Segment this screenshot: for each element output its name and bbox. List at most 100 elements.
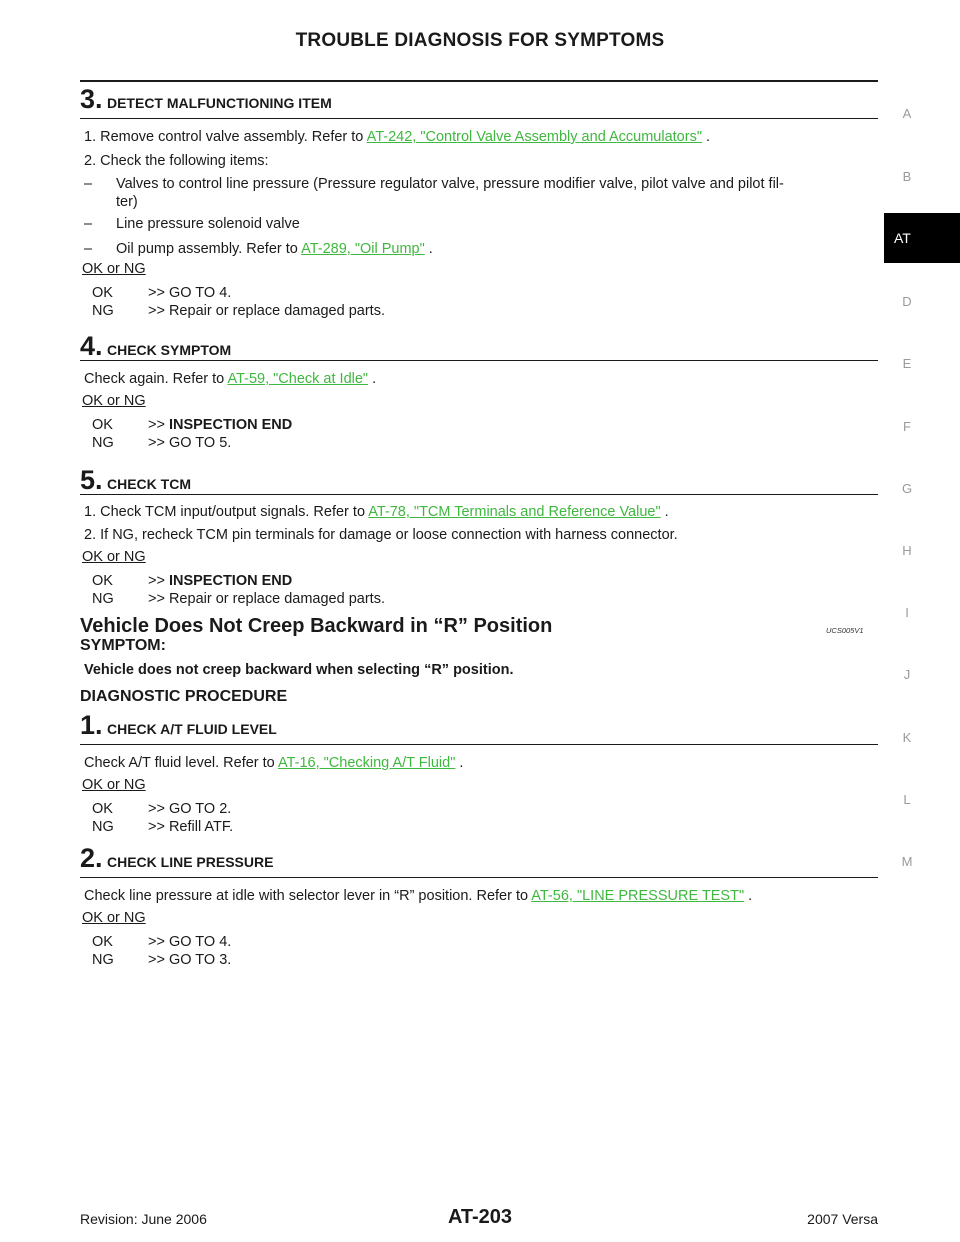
index-letter-d[interactable]: D	[902, 294, 912, 309]
step-title: CHECK TCM	[106, 476, 191, 492]
text: 1. Remove control valve assembly. Refer …	[84, 129, 367, 145]
text: NG	[92, 591, 114, 607]
step-4-heading: 4. CHECK SYMPTOM	[80, 333, 231, 360]
section-code: UCS005V1	[826, 626, 864, 635]
step-1-line-1: Check A/T fluid level. Refer to AT-16, "…	[84, 754, 463, 772]
symptom-text: Vehicle does not creep backward when sel…	[84, 662, 514, 678]
text: NG	[92, 819, 114, 835]
text: NG	[92, 952, 114, 968]
result-ng: NG >> Refill ATF.	[92, 818, 233, 836]
link-checking-at-fluid[interactable]: AT-16, "Checking A/T Fluid"	[277, 755, 456, 771]
link-check-at-idle[interactable]: AT-59, "Check at Idle"	[227, 371, 369, 387]
step-number: 2.	[80, 843, 103, 873]
step-number: 5.	[80, 465, 103, 495]
step-rule	[80, 877, 878, 878]
index-letter-g[interactable]: G	[901, 481, 913, 496]
index-letter-j[interactable]: J	[903, 667, 911, 682]
index-letter-l[interactable]: L	[903, 792, 911, 807]
ok-or-ng-label: OK or NG	[82, 393, 146, 409]
index-letter-a[interactable]: A	[902, 106, 912, 121]
text: >> Repair or replace damaged parts.	[148, 303, 385, 319]
step-5-line-1: 1. Check TCM input/output signals. Refer…	[84, 503, 669, 521]
ok-or-ng-label: OK or NG	[82, 910, 146, 926]
link-control-valve[interactable]: AT-242, "Control Valve Assembly and Accu…	[366, 129, 702, 145]
step-3-bullet-1: Valves to control line pressure (Pressur…	[116, 175, 880, 211]
text: >> GO TO 4.	[148, 934, 232, 950]
step-3-bullet-3: Oil pump assembly. Refer to AT-289, "Oil…	[116, 240, 433, 258]
text: ter)	[116, 194, 138, 210]
step-title: CHECK A/T FLUID LEVEL	[106, 721, 277, 737]
section-index-sidebar: A B AT D E F G H I J K L M	[884, 0, 960, 1242]
text: .	[744, 888, 753, 904]
step-3-line-1: 1. Remove control valve assembly. Refer …	[84, 128, 710, 146]
step-3-bullet-2: Line pressure solenoid valve	[116, 216, 300, 232]
text: Oil pump assembly. Refer to	[116, 241, 302, 257]
step-1-heading: 1. CHECK A/T FLUID LEVEL	[80, 712, 277, 739]
section-title: Vehicle Does Not Creep Backward in “R” P…	[80, 615, 553, 637]
result-ng: NG>> Repair or replace damaged parts.	[92, 590, 385, 608]
result-ok: OK>> INSPECTION END	[92, 416, 292, 434]
step-3-line-2: 2. Check the following items:	[84, 153, 269, 169]
step-number: 4.	[80, 331, 103, 361]
result-ok: OK >> GO TO 2.	[92, 800, 231, 818]
text: NG	[92, 303, 114, 319]
index-letter-m[interactable]: M	[901, 854, 913, 869]
text: >> GO TO 4.	[148, 285, 232, 301]
text: >> GO TO 3.	[148, 952, 232, 968]
text: OK	[92, 934, 113, 950]
header-rule	[80, 80, 878, 82]
text: Check A/T fluid level. Refer to	[84, 755, 278, 771]
bullet-dash: –	[84, 241, 93, 257]
index-letter-i[interactable]: I	[905, 605, 909, 620]
index-letter-b[interactable]: B	[902, 169, 912, 184]
index-letter-f[interactable]: F	[903, 419, 911, 434]
step-title: DETECT MALFUNCTIONING ITEM	[106, 95, 332, 111]
link-line-pressure-test[interactable]: AT-56, "LINE PRESSURE TEST"	[531, 888, 745, 904]
text: INSPECTION END	[168, 417, 293, 433]
step-2-heading: 2. CHECK LINE PRESSURE	[80, 845, 273, 872]
result-ok: OK >> GO TO 4.	[92, 933, 231, 951]
text: 1. Check TCM input/output signals. Refer…	[84, 504, 369, 520]
text: >> GO TO 2.	[148, 801, 232, 817]
text: .	[701, 129, 711, 145]
footer-revision: Revision: June 2006	[80, 1211, 207, 1227]
step-3-heading: 3. DETECT MALFUNCTIONING ITEM	[80, 86, 332, 113]
text: >> Refill ATF.	[148, 819, 234, 835]
text: NG	[92, 435, 114, 451]
footer-model: 2007 Versa	[807, 1211, 878, 1227]
step-rule	[80, 118, 878, 119]
link-oil-pump[interactable]: AT-289, "Oil Pump"	[301, 241, 425, 257]
result-ok: OK>> INSPECTION END	[92, 572, 292, 590]
symptom-label: SYMPTOM:	[80, 637, 166, 654]
text: OK	[92, 573, 113, 589]
step-rule	[80, 360, 878, 361]
step-2-line-1: Check line pressure at idle with selecto…	[84, 887, 752, 905]
text: Check line pressure at idle with selecto…	[84, 888, 532, 904]
step-rule	[80, 744, 878, 745]
ok-or-ng-label: OK or NG	[82, 777, 146, 793]
step-5-heading: 5. CHECK TCM	[80, 467, 191, 494]
text: .	[368, 371, 377, 387]
text: >> GO TO 5.	[148, 435, 232, 451]
index-letter-k[interactable]: K	[902, 730, 912, 745]
index-letter-e[interactable]: E	[902, 356, 912, 371]
text: .	[660, 504, 669, 520]
index-letter-h[interactable]: H	[902, 543, 912, 558]
text: .	[455, 755, 464, 771]
text: Check again. Refer to	[84, 371, 228, 387]
step-5-line-2: 2. If NG, recheck TCM pin terminals for …	[84, 527, 678, 543]
step-title: CHECK SYMPTOM	[106, 342, 232, 358]
ok-or-ng-label: OK or NG	[82, 549, 146, 565]
result-ng: NG >> Repair or replace damaged parts.	[92, 302, 385, 320]
text: .	[424, 241, 433, 257]
page-header-title: TROUBLE DIAGNOSIS FOR SYMPTOMS	[295, 30, 665, 51]
index-tab-active[interactable]: AT	[884, 213, 960, 263]
result-ok: OK >> GO TO 4.	[92, 284, 231, 302]
text: >>	[148, 417, 169, 433]
result-ng: NG >> GO TO 5.	[92, 434, 231, 452]
footer-page-number: AT-203	[447, 1206, 513, 1228]
link-tcm-terminals[interactable]: AT-78, "TCM Terminals and Reference Valu…	[368, 504, 661, 520]
text: OK	[92, 285, 113, 301]
text: >>	[148, 573, 169, 589]
text: OK	[92, 801, 113, 817]
